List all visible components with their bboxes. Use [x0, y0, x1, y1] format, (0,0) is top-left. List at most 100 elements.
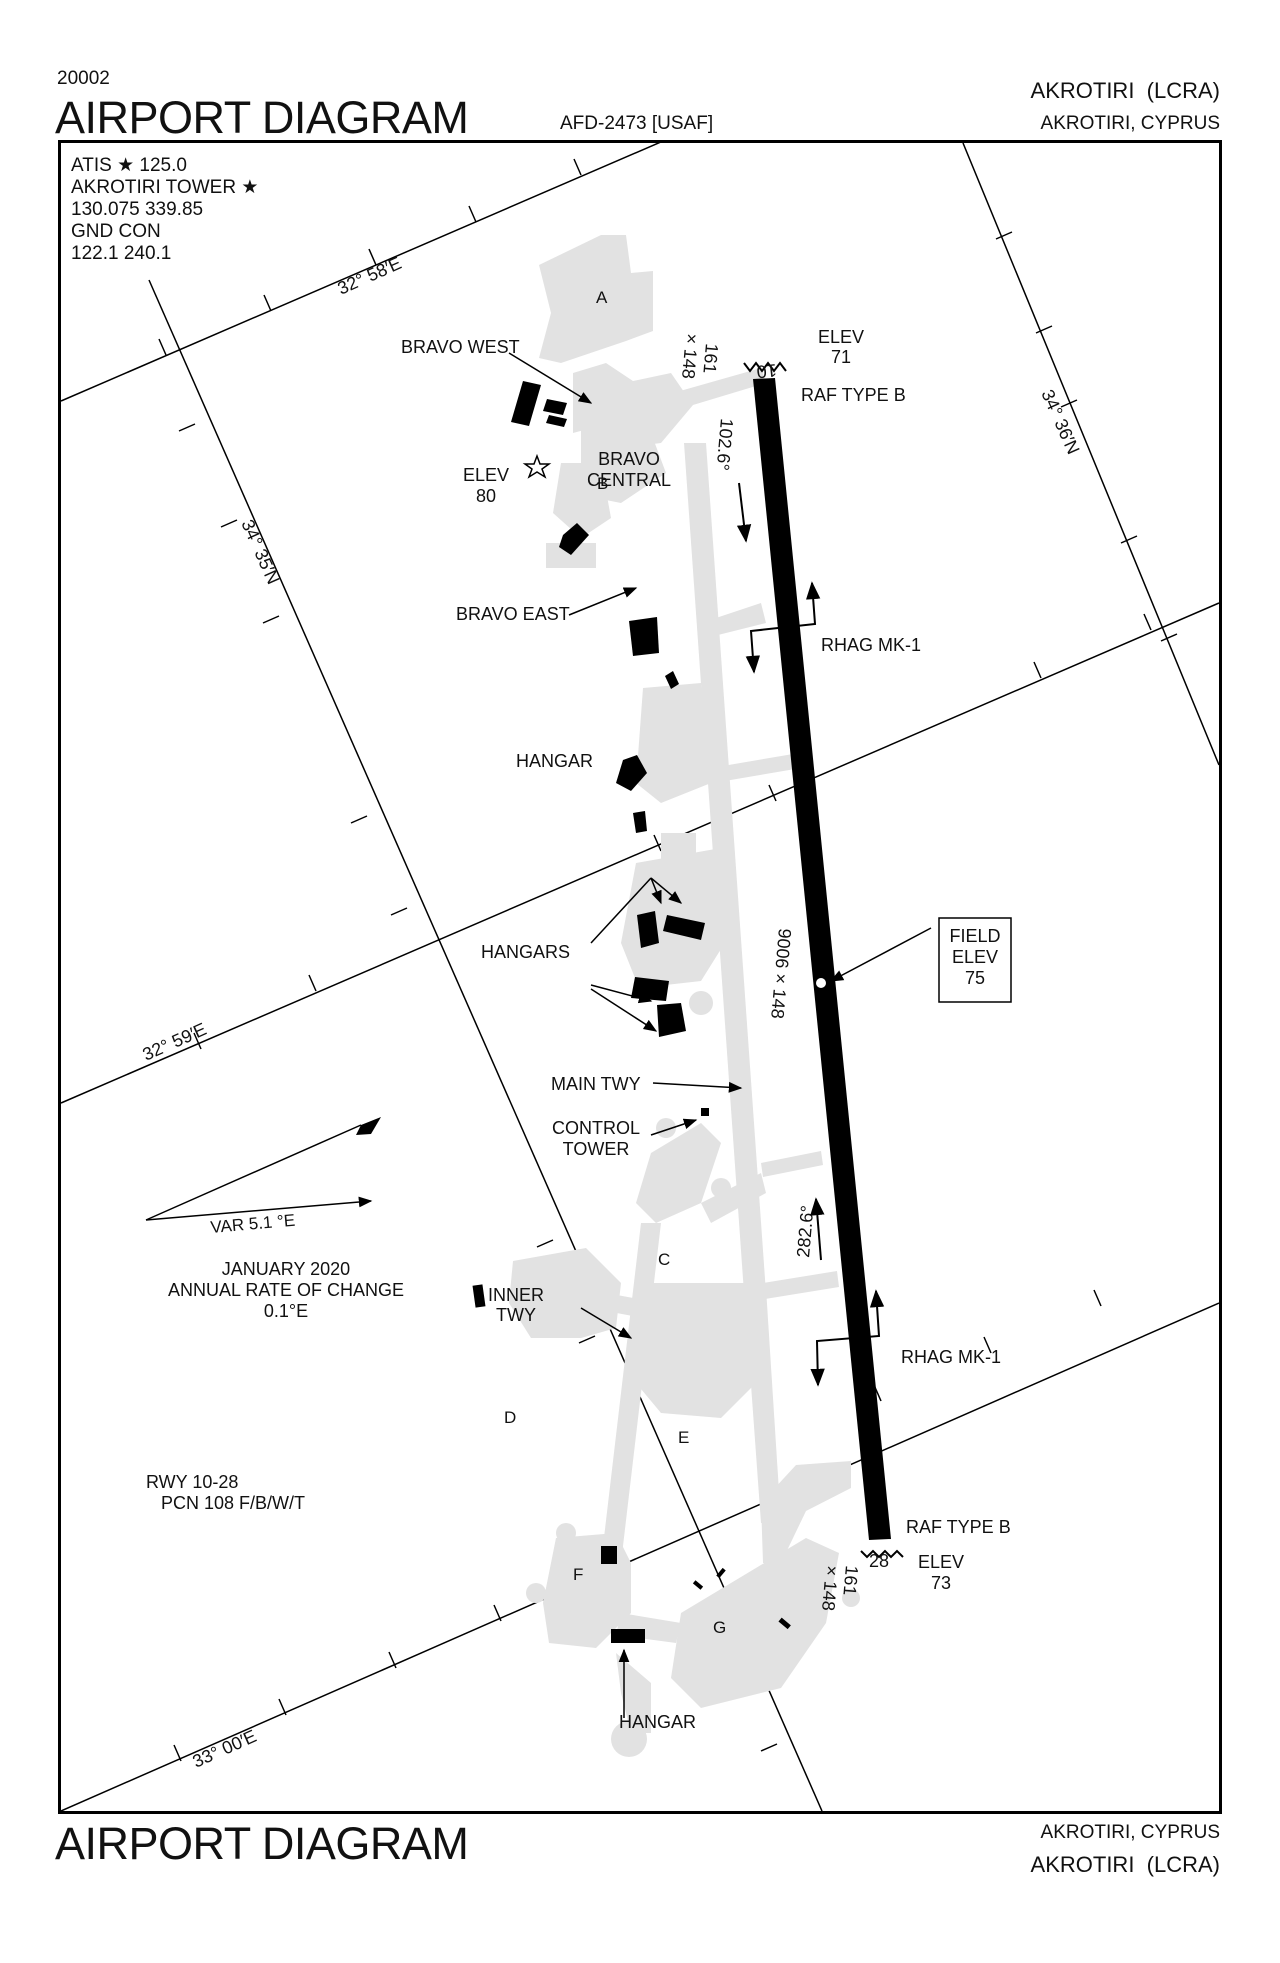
hangar-bottom-label: HANGAR: [619, 1712, 696, 1732]
heading-28-arrow: [810, 1197, 825, 1261]
building-apron-d: [472, 1284, 486, 1308]
building-bravo-east-1: [629, 617, 659, 656]
magvar-label: VAR 5.1 °E: [210, 1211, 296, 1237]
bravo-east-leader: [568, 587, 638, 616]
building-bravo-b: [559, 523, 589, 555]
beacon-elev-label: ELEV: [463, 465, 509, 485]
lon-line-58: [61, 143, 661, 402]
magvar-rate-label: ANNUAL RATE OF CHANGE: [168, 1280, 404, 1300]
runway-10-elev-value: 71: [831, 347, 851, 367]
inner-twy-label-1: INNER: [488, 1285, 544, 1305]
apron-g-label: G: [713, 1618, 726, 1637]
lat-line-36: [962, 143, 1219, 766]
main-taxiway: [684, 443, 766, 1293]
runway-28-dims-a: 161: [839, 1565, 862, 1597]
raf-type-b-bottom: RAF TYPE B: [906, 1517, 1011, 1537]
inner-twy-leader: [580, 1307, 633, 1339]
apron-c-label: C: [658, 1250, 670, 1269]
apron-e-label: E: [678, 1428, 689, 1447]
field-elev-line3: 75: [965, 968, 985, 988]
building-hangar-bottom: [611, 1629, 645, 1643]
airport-location: AKROTIRI, CYPRUS: [1040, 113, 1220, 134]
apron-b-label: B: [597, 474, 608, 493]
runway-10-dims-b: × 148: [678, 333, 702, 380]
apron-e: [636, 1283, 766, 1418]
apron-g: [671, 1538, 839, 1708]
bravo-west-label: BRAVO WEST: [401, 337, 520, 357]
hangars-leader-1: [590, 877, 652, 944]
building-g-1: [692, 1580, 704, 1590]
magnetic-variation-symbol: [145, 1117, 381, 1221]
field-elev-point: [816, 978, 826, 988]
lat-label-36: 34° 36′N: [1037, 386, 1083, 457]
tower-label: AKROTIRI TOWER ★: [71, 177, 259, 198]
runway-28-dims-b: × 148: [818, 1565, 842, 1612]
building-hangar-1: [637, 911, 659, 948]
apron-f-label: F: [573, 1565, 583, 1584]
footer-location: AKROTIRI, CYPRUS: [1040, 1822, 1220, 1843]
building-g-2: [716, 1567, 726, 1579]
rhag-top-label: RHAG MK-1: [821, 635, 921, 655]
runway-10-heading: 102.6°: [712, 418, 736, 472]
lon-label-59: 32° 59′E: [139, 1019, 209, 1065]
runway-10-elev-label: ELEV: [818, 327, 864, 347]
runway-10-dims-a: 161: [699, 343, 722, 375]
building-hangar-2: [663, 915, 705, 940]
airport-name: AKROTIRI (LCRA): [1030, 78, 1220, 103]
gnd-con-label: GND CON: [71, 221, 161, 242]
runway-info-rwy: RWY 10-28: [146, 1472, 238, 1492]
lat-label-35: 34° 35′N: [237, 516, 283, 587]
lon-line-59: [61, 602, 1219, 1104]
apron-d-label: D: [504, 1408, 516, 1427]
runway-info-pcn: PCN 108 F/B/W/T: [161, 1493, 305, 1513]
rhag-bottom-label: RHAG MK-1: [901, 1347, 1001, 1367]
airport-diagram-frame: 32° 58′E 32° 59′E 33° 00′E 34° 35′N 34° …: [58, 140, 1222, 1814]
building-bravo-west-3: [546, 415, 567, 427]
footer-airport-name: AKROTIRI (LCRA): [1030, 1852, 1220, 1877]
magvar-date: JANUARY 2020: [222, 1259, 350, 1279]
true-north-diamond: [356, 1117, 381, 1135]
footer-title: AIRPORT DIAGRAM: [55, 1818, 469, 1869]
bravo-central-label-2: CENTRAL: [587, 470, 671, 490]
buildings: [472, 381, 791, 1643]
field-elev-leader: [829, 927, 932, 982]
building-hangar-top-2: [633, 811, 647, 833]
building-hangar-top-1: [616, 755, 647, 791]
runway-28-number: 28: [869, 1551, 889, 1571]
field-elev-line2: ELEV: [952, 947, 998, 967]
hangars-leader-3: [590, 988, 658, 1032]
comms-block: ATIS ★ 125.0 AKROTIRI TOWER ★ 130.075 33…: [71, 155, 258, 265]
building-g-3: [778, 1617, 791, 1630]
atis-freq: ATIS ★ 125.0: [71, 155, 187, 176]
inner-twy-label-2: TWY: [496, 1305, 536, 1325]
bravo-west-leader: [508, 352, 593, 404]
raf-type-b-top: RAF TYPE B: [801, 385, 906, 405]
chart-number: 20002: [57, 68, 110, 89]
beacon-elev-value: 80: [476, 486, 496, 506]
bravo-central-label-1: BRAVO: [598, 449, 660, 469]
heading-10-arrow: [736, 482, 752, 543]
hangar-top-label: HANGAR: [516, 751, 593, 771]
main-twy-leader: [652, 1081, 743, 1093]
graticule: [61, 143, 1219, 1811]
runway-28-elev-value: 73: [931, 1573, 951, 1593]
runway-28-heading: 282.6°: [793, 1205, 817, 1259]
control-tower-building: [701, 1108, 709, 1116]
rhag-bottom-symbol: [810, 1289, 885, 1387]
apron-a-label: A: [596, 288, 608, 307]
rhag-top-symbol: [745, 581, 821, 674]
building-hangar-4: [657, 1003, 686, 1037]
main-twy-label: MAIN TWY: [551, 1074, 641, 1094]
hangars-leader-2: [590, 984, 653, 1004]
apron-b: [553, 463, 611, 538]
building-bravo-west-2: [543, 399, 567, 415]
procedure-id: AFD-2473 [USAF]: [560, 113, 714, 134]
building-bravo-west-1: [511, 381, 541, 426]
lat-line-35: [148, 279, 823, 1811]
lon-label-58: 32° 58′E: [334, 253, 404, 299]
building-bravo-east-2: [665, 671, 679, 689]
magvar-rate: 0.1°E: [264, 1301, 308, 1321]
runway-28-elev-label: ELEV: [918, 1552, 964, 1572]
gnd-con-freqs: 122.1 240.1: [71, 243, 172, 264]
airport-diagram: 32° 58′E 32° 59′E 33° 00′E 34° 35′N 34° …: [61, 143, 1219, 1811]
